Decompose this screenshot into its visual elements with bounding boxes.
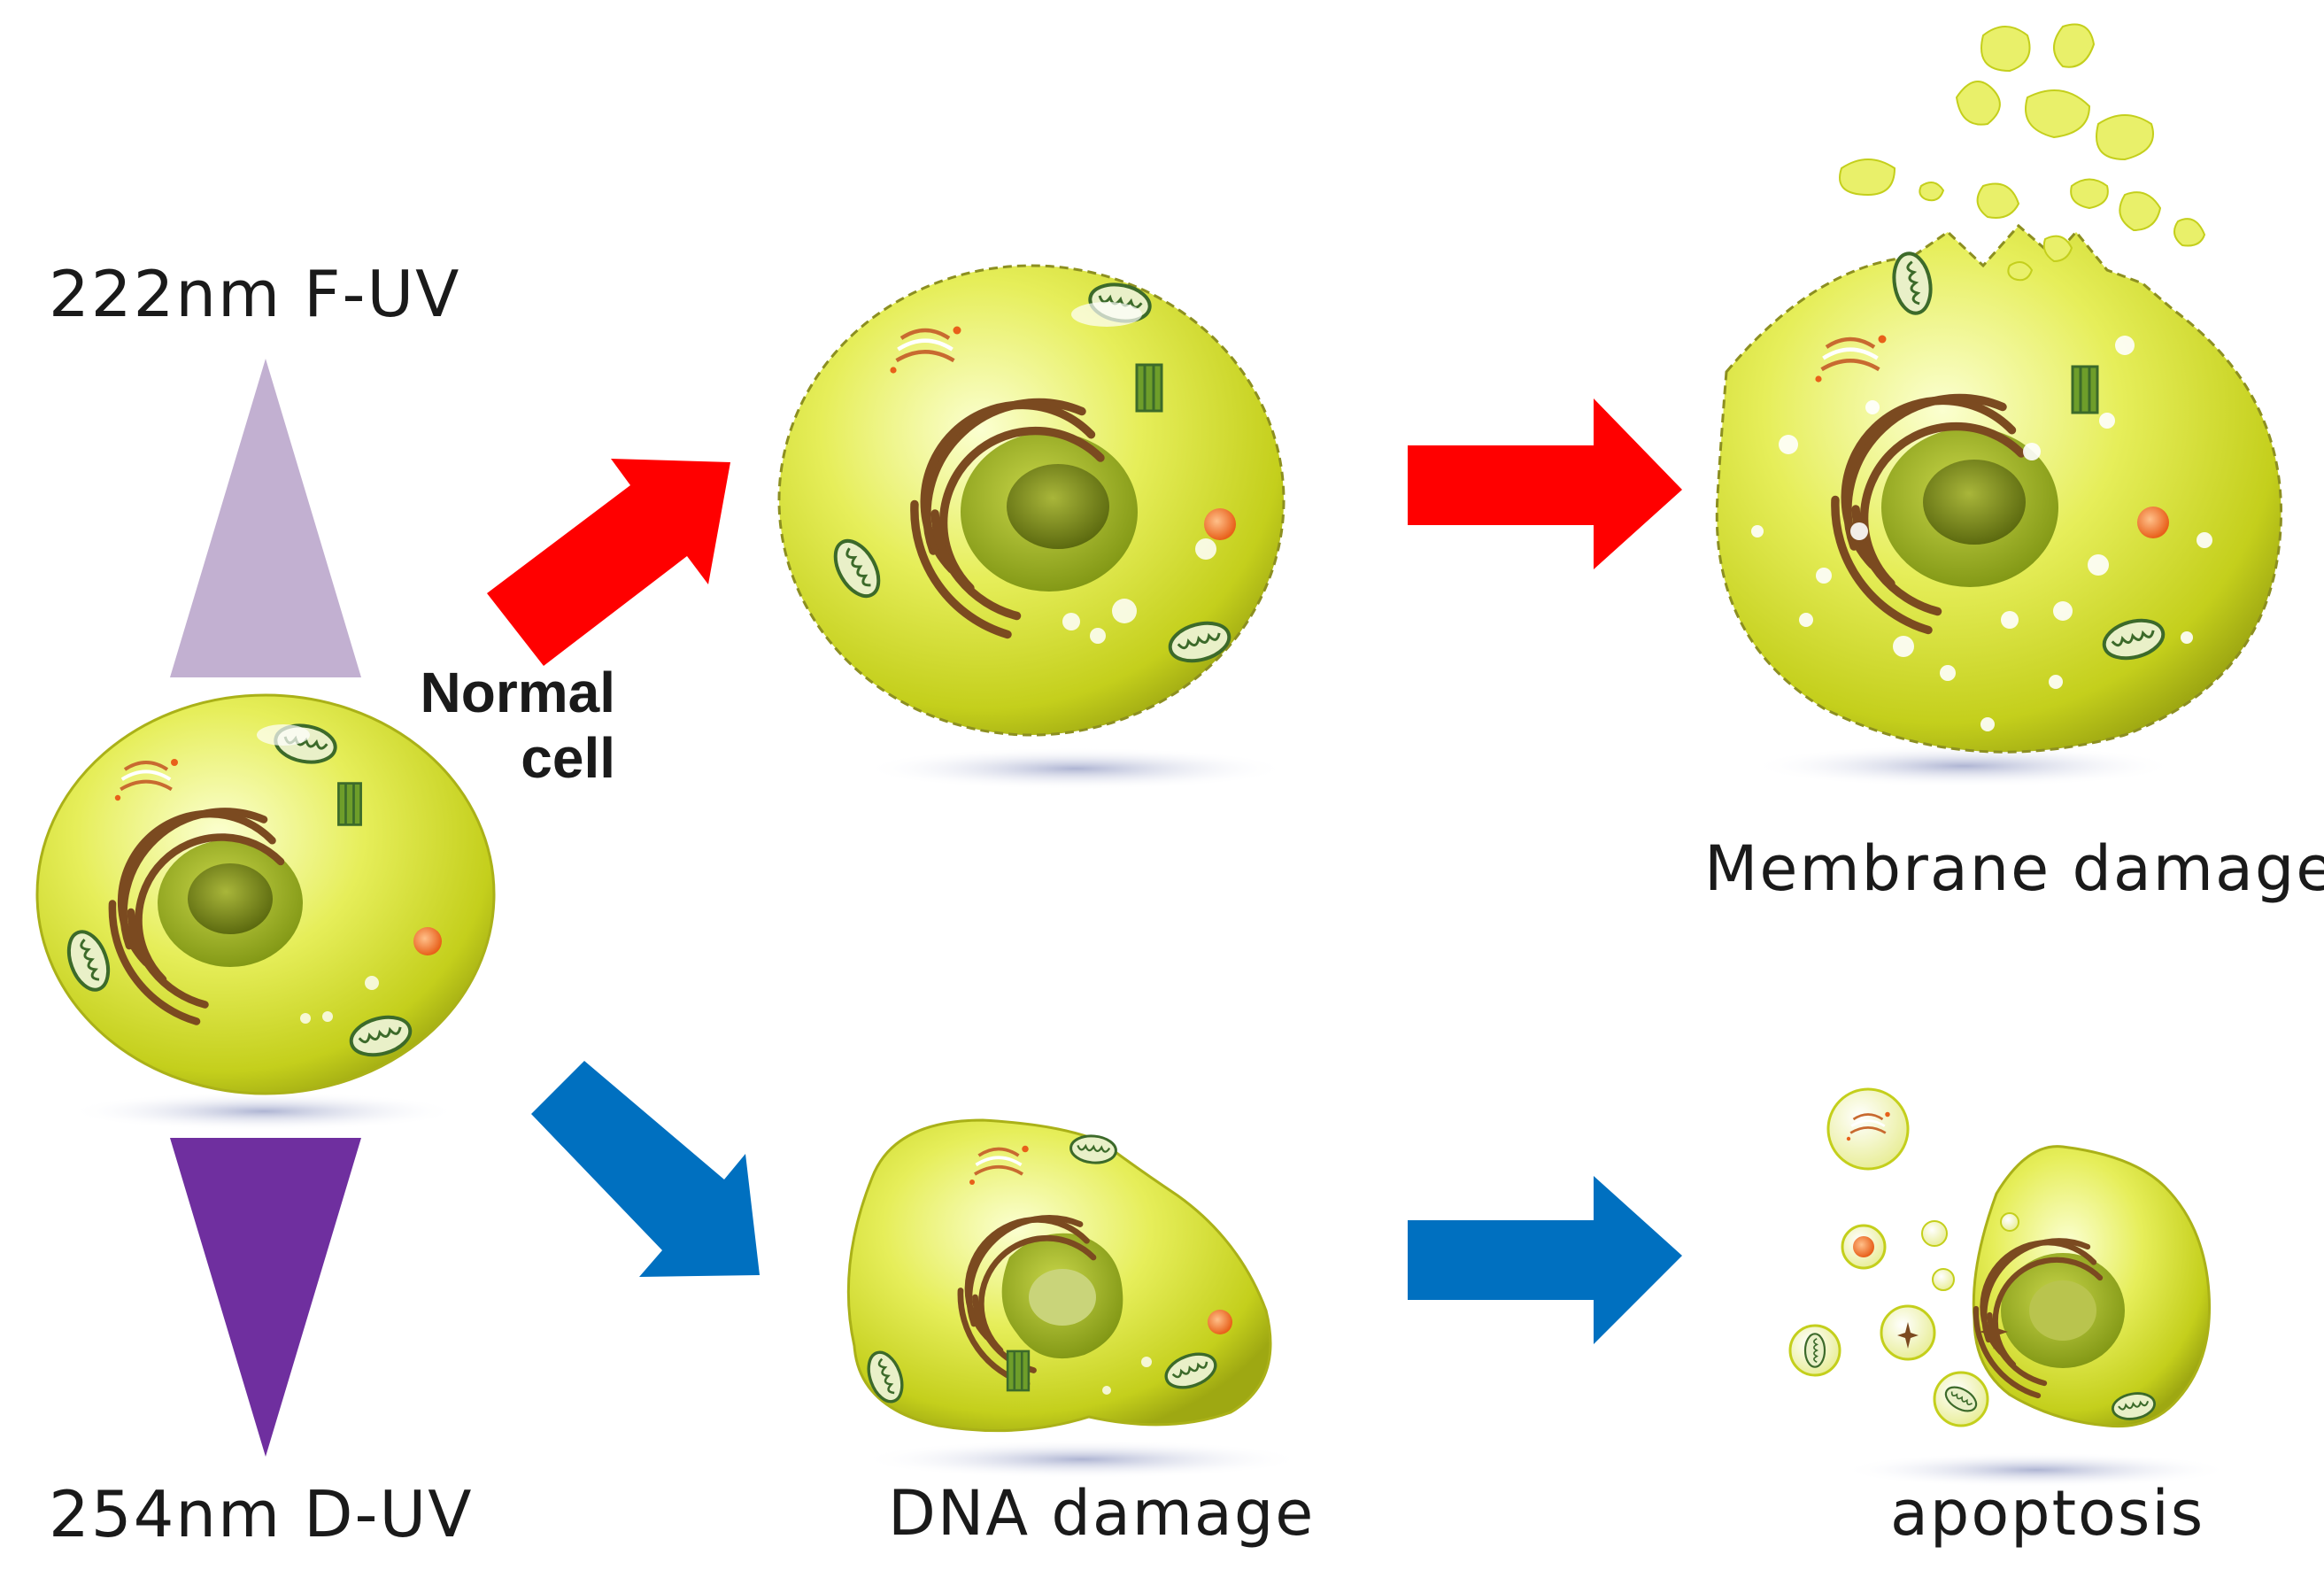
dna-damaged-cell <box>846 1118 1303 1479</box>
apoptosis-label: apoptosis <box>1890 1477 2205 1550</box>
f-uv-triangle <box>170 359 361 677</box>
normal-cell-label-line2: cell <box>521 726 615 790</box>
d-uv-triangle <box>170 1138 361 1457</box>
d-uv-arrow-down <box>531 1061 760 1277</box>
apoptotic-bodies <box>1788 1087 2019 1427</box>
dna-damage-label: DNA damage <box>888 1477 1316 1550</box>
normal-cell-label-line1: Normal <box>420 661 616 724</box>
d-uv-arrow-right <box>1408 1176 1682 1344</box>
membrane-damaged-cell <box>1715 23 2282 787</box>
f-uv-label: 222nm F-UV <box>49 257 461 331</box>
membrane-damage-label: Membrane damage <box>1704 832 2324 905</box>
d-uv-label: 254nm D-UV <box>49 1477 474 1551</box>
apoptotic-cell <box>1841 1145 2231 1488</box>
f-uv-arrow-right <box>1408 398 1682 569</box>
f-uv-arrow-up <box>487 459 730 666</box>
normal-cell <box>35 693 496 1131</box>
normal-cell-label: Normal cell <box>403 660 616 791</box>
f-uv-irradiated-cell <box>777 264 1288 790</box>
